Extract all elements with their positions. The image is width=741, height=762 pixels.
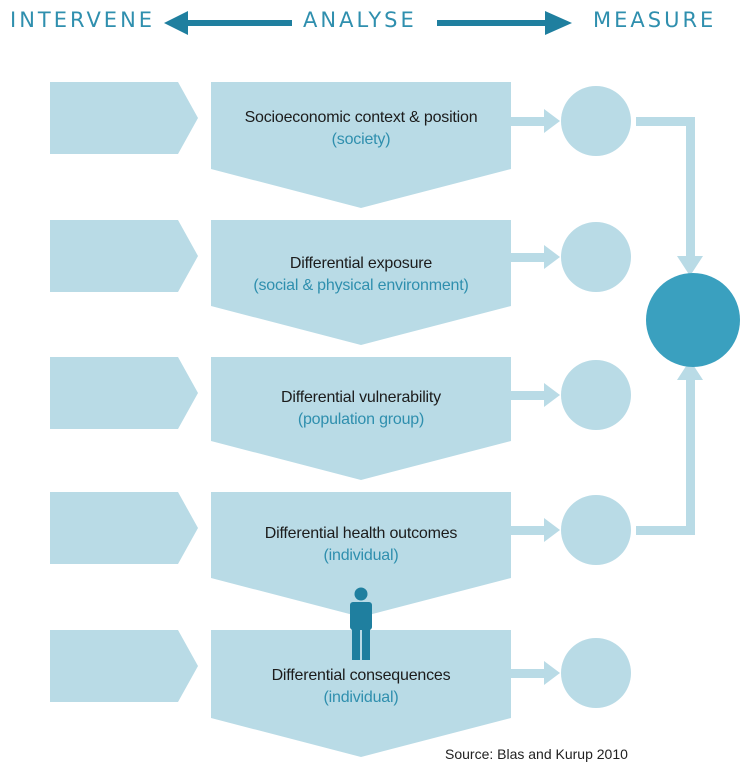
- measure-circle-3: [561, 360, 631, 430]
- header-measure: MEASURE: [593, 8, 717, 32]
- measure-circle-2: [561, 222, 631, 292]
- stage-4-title: Differential health outcomes: [264, 525, 458, 542]
- analyse-box-5: [211, 630, 511, 757]
- stage-1-subtitle: (society): [331, 131, 391, 148]
- connector-top: [636, 117, 703, 276]
- intervene-arrow-1: [50, 82, 198, 154]
- measure-circle-4: [561, 495, 631, 565]
- measure-circle-5: [561, 638, 631, 708]
- intervene-arrow-5: [50, 630, 198, 702]
- analyse-box-2: [211, 220, 511, 345]
- stage-2-text: Differential exposure (social & physical…: [211, 253, 511, 297]
- header-analyse: ANALYSE: [303, 8, 417, 32]
- measure-arrow-5: [511, 661, 560, 685]
- stage-5-title: Differential consequences: [271, 667, 451, 684]
- stage-4-subtitle: (individual): [323, 547, 399, 564]
- header-arrow-left: [164, 11, 292, 35]
- measure-arrow-3: [511, 383, 560, 407]
- stage-3-text: Differential vulnerability (population g…: [211, 387, 511, 431]
- aggregate-measure-circle: [646, 273, 740, 367]
- analyse-box-3: [211, 357, 511, 480]
- intervene-arrow-2: [50, 220, 198, 292]
- stage-1-text: Socioeconomic context & position (societ…: [211, 107, 511, 151]
- intervene-arrow-4: [50, 492, 198, 564]
- measure-arrow-1: [511, 109, 560, 133]
- stage-3-title: Differential vulnerability: [281, 389, 441, 406]
- connector-bottom: [636, 360, 703, 535]
- measure-arrow-2: [511, 245, 560, 269]
- header-intervene: INTERVENE: [10, 8, 156, 32]
- measure-circle-1: [561, 86, 631, 156]
- measure-arrow-4: [511, 518, 560, 542]
- stage-3-subtitle: (population group): [297, 411, 425, 428]
- stage-1-title: Socioeconomic context & position: [244, 109, 478, 126]
- stage-4-text: Differential health outcomes (individual…: [211, 523, 511, 567]
- stage-2-title: Differential exposure: [289, 255, 433, 272]
- stage-2-subtitle: (social & physical environment): [253, 277, 469, 294]
- intervene-arrow-3: [50, 357, 198, 429]
- analyse-box-1: [211, 82, 511, 208]
- stage-5-text: Differential consequences (individual): [211, 665, 511, 709]
- stage-5-subtitle: (individual): [323, 689, 399, 706]
- person-icon: [350, 587, 372, 660]
- analyse-box-4: [211, 492, 511, 617]
- header-arrow-right: [437, 11, 572, 35]
- source-citation: Source: Blas and Kurup 2010: [445, 746, 628, 762]
